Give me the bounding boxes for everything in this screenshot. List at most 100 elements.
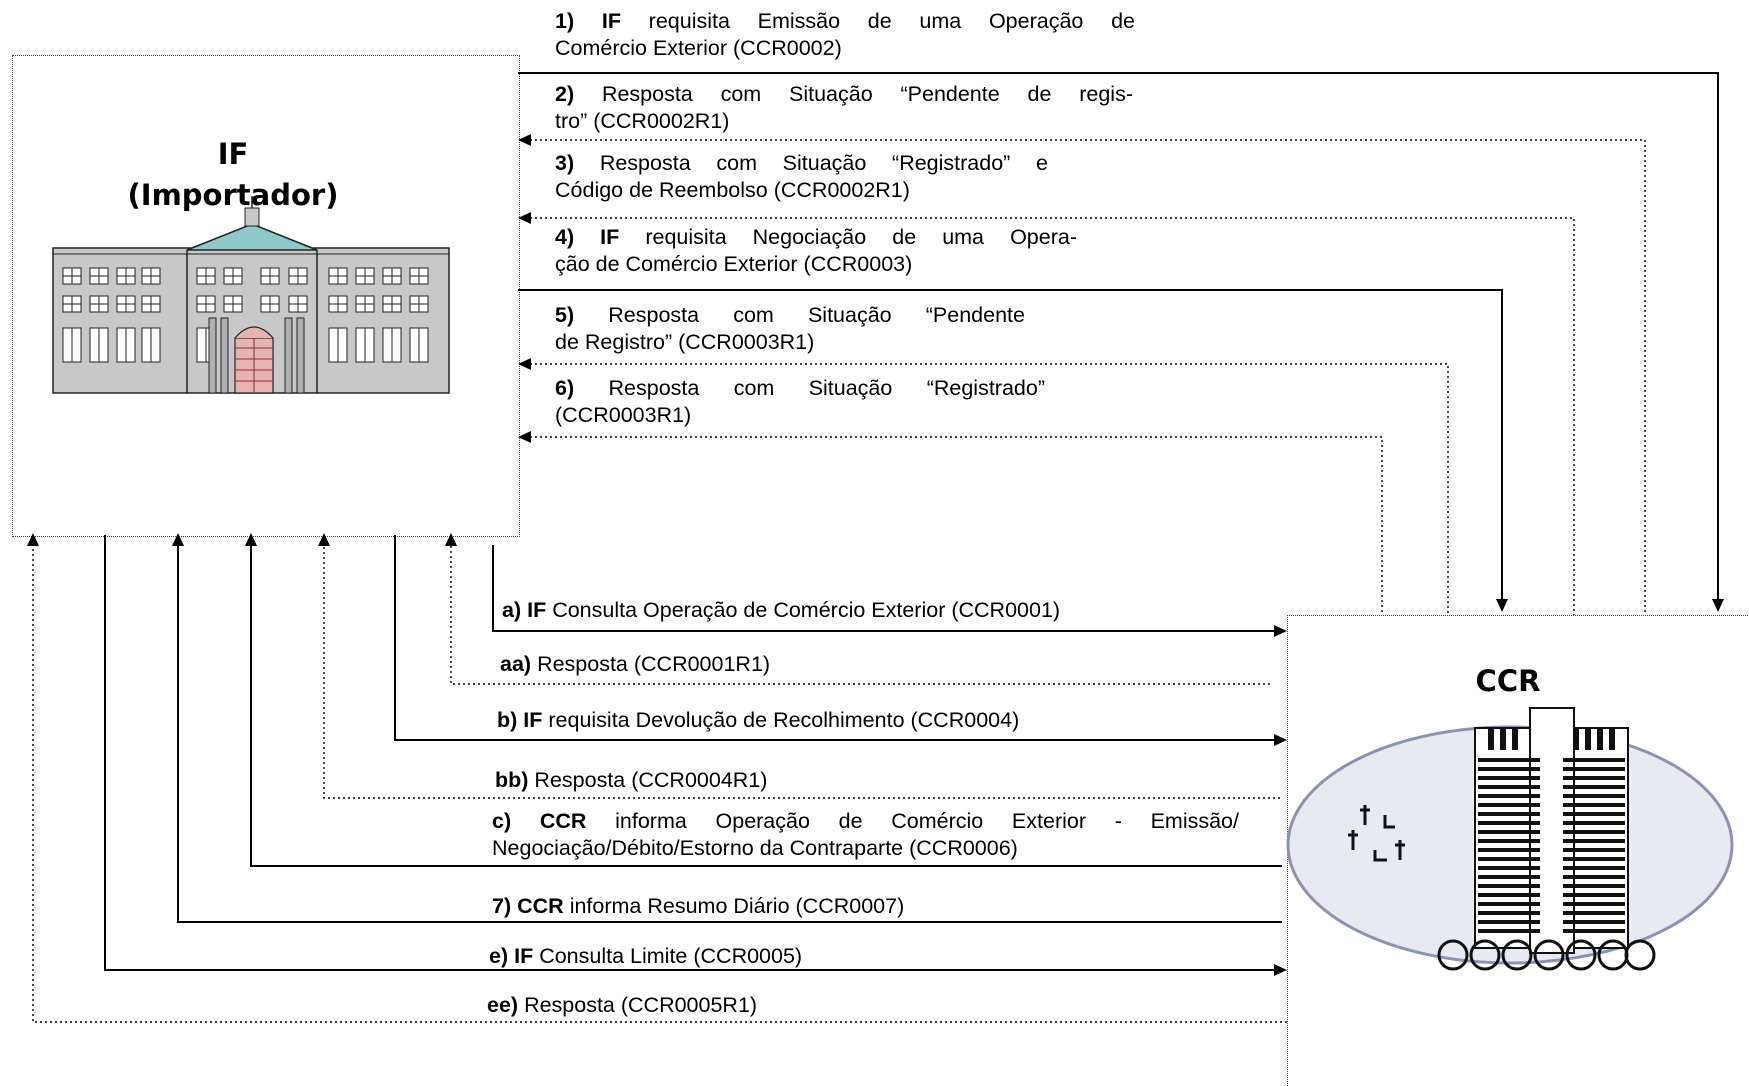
building-column [296, 317, 305, 394]
message-3-text1: Resposta com Situação “Registrado” e [599, 151, 1048, 175]
arrowhead-c [245, 533, 257, 546]
message-ee-tag: ee) [487, 993, 519, 1017]
message-4-line1: 4) IF requisita Negociação de uma Opera- [555, 224, 1077, 251]
message-1-text1: requisita Emissão de uma Operação de [648, 9, 1135, 33]
message-a-actor: IF [527, 598, 547, 622]
message-aa: aa) Resposta (CCR0001R1) [500, 651, 770, 678]
message-a: a) IF Consulta Operação de Comércio Exte… [502, 597, 1060, 624]
message-a-text1: Consulta Operação de Comércio Exterior (… [552, 598, 1061, 622]
connector-bb [323, 545, 1280, 799]
arrowhead-3 [518, 212, 531, 224]
message-3: 3) Resposta com Situação “Registrado” e … [555, 150, 1048, 204]
message-c-actor: CCR [539, 809, 587, 833]
message-7-tag: 7) [492, 894, 512, 918]
message-e-text1: Consulta Limite (CCR0005) [539, 944, 803, 968]
arrowhead-a [1274, 625, 1287, 637]
message-3-line1: 3) Resposta com Situação “Registrado” e [555, 150, 1048, 177]
message-b: b) IF requisita Devolução de Recolhiment… [497, 707, 1019, 734]
message-b-actor: IF [523, 708, 543, 732]
message-6-text2: (CCR0003R1) [555, 403, 692, 427]
message-1-line1: 1) IF requisita Emissão de uma Operação … [555, 8, 1135, 35]
ccr-base-ring [1469, 939, 1501, 971]
message-2: 2) Resposta com Situação “Pendente de re… [555, 81, 1133, 135]
ccr-roof-fin [1609, 728, 1615, 750]
message-1: 1) IF requisita Emissão de uma Operação … [555, 8, 1135, 62]
if-box-title-line2: (Importador) [127, 178, 339, 212]
message-5-text1: Resposta com Situação “Pendente [608, 303, 1025, 327]
ccr-roof-fin [1488, 728, 1494, 750]
building-column [208, 317, 217, 394]
message-1-text2: Comércio Exterior (CCR0002) [555, 36, 842, 60]
message-5-tag: 5) [555, 303, 575, 327]
message-7-actor: CCR [517, 894, 564, 918]
message-c-text2: Negociação/Débito/Estorno da Contraparte… [492, 836, 1018, 860]
connector-aa [450, 545, 1270, 685]
message-4-text1: requisita Negociação de uma Opera- [645, 225, 1077, 249]
connector-1 [518, 72, 1719, 600]
message-aa-tag: aa) [500, 652, 532, 676]
message-c-tag: c) [492, 809, 512, 833]
message-4-actor: IF [600, 225, 620, 249]
message-6: 6) Resposta com Situação “Registrado” (C… [555, 375, 1045, 429]
message-4: 4) IF requisita Negociação de uma Opera-… [555, 224, 1077, 278]
ccr-roof-fin [1573, 728, 1579, 750]
message-3-text2: Código de Reembolso (CCR0002R1) [555, 178, 910, 202]
message-c-text1: informa Operação de Comércio Exterior - … [615, 809, 1239, 833]
connector-c [250, 545, 1282, 867]
if-box-title-line1: IF [217, 137, 249, 171]
arrowhead-7 [172, 533, 184, 546]
connector-a [492, 545, 1275, 632]
message-2-line1: 2) Resposta com Situação “Pendente de re… [555, 81, 1133, 108]
message-c: c) CCR informa Operação de Comércio Exte… [492, 808, 1239, 862]
message-c-line1: c) CCR informa Operação de Comércio Exte… [492, 808, 1239, 835]
if-importador-box: IF (Importador) [12, 55, 520, 537]
ccr-roof-fin [1512, 728, 1518, 750]
arrowhead-b [1274, 734, 1287, 746]
message-e: e) IF Consulta Limite (CCR0005) [489, 943, 802, 970]
ccr-base-ring [1565, 939, 1597, 971]
message-5-text2: de Registro” (CCR0003R1) [555, 330, 815, 354]
connector-4 [518, 289, 1503, 600]
connector-e [104, 535, 1275, 971]
message-1-tag: 1) [555, 9, 575, 33]
building-door-arch [234, 326, 274, 339]
connector-5 [530, 363, 1449, 615]
message-4-text2: ção de Comércio Exterior (CCR0003) [555, 252, 913, 276]
ccr-roof-fin [1500, 728, 1506, 750]
ccr-bc-logo [1348, 805, 1405, 862]
message-4-tag: 4) [555, 225, 575, 249]
ccr-box-title: CCR [1475, 664, 1541, 698]
if-box-title: IF (Importador) [13, 134, 453, 216]
arrowhead-bb [318, 533, 330, 546]
ccr-base-ring [1624, 939, 1656, 971]
message-7: 7) CCR informa Resumo Diário (CCR0007) [492, 893, 904, 920]
arrowhead-1 [1712, 599, 1724, 612]
ccr-roof-fin [1585, 728, 1591, 750]
message-6-line1: 6) Resposta com Situação “Registrado” [555, 375, 1045, 402]
ccr-base-ring [1533, 939, 1565, 971]
message-aa-text1: Resposta (CCR0001R1) [537, 652, 771, 676]
arrowhead-6 [518, 431, 531, 443]
ccr-base-ring [1501, 939, 1533, 971]
connector-b [394, 535, 1275, 741]
message-ee-text1: Resposta (CCR0005R1) [524, 993, 758, 1017]
building-column [220, 317, 229, 394]
bank-building-icon [52, 196, 450, 394]
message-6-text1: Resposta com Situação “Registrado” [608, 376, 1046, 400]
message-b-tag: b) [497, 708, 518, 732]
connector-ee [32, 545, 1287, 1023]
arrowhead-ee [27, 533, 39, 546]
message-5: 5) Resposta com Situação “Pendente de Re… [555, 302, 1025, 356]
arrowhead-5 [518, 358, 531, 370]
message-2-tag: 2) [555, 82, 575, 106]
message-2-text1: Resposta com Situação “Pendente de regis… [601, 82, 1133, 106]
message-bb: bb) Resposta (CCR0004R1) [495, 767, 767, 794]
message-bb-text1: Resposta (CCR0004R1) [534, 768, 768, 792]
message-1-actor: IF [601, 9, 621, 33]
message-e-actor: IF [514, 944, 534, 968]
message-7-text1: informa Resumo Diário (CCR0007) [569, 894, 905, 918]
ccr-roof-fin [1597, 728, 1603, 750]
